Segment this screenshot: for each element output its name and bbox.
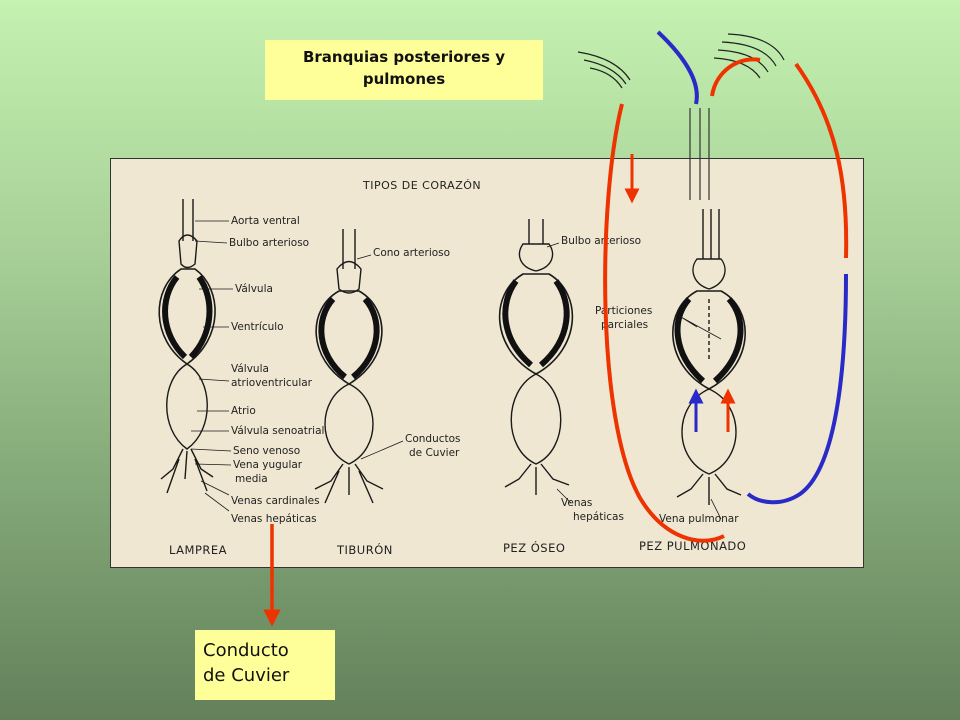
figure-title: TIPOS DE CORAZÓN — [363, 179, 482, 192]
label-vena-pulmonar: Vena pulmonar — [659, 513, 739, 525]
pez-oseo-heart — [498, 219, 574, 495]
lamprea-heart — [158, 199, 216, 494]
label-bulbo-arterioso-2: Bulbo arterioso — [561, 235, 642, 247]
label-bulbo-arterioso: Bulbo arterioso — [229, 237, 310, 249]
blue-circulation-lower — [746, 273, 848, 505]
gill-marks-left — [577, 51, 631, 89]
label-aorta-ventral: Aorta ventral — [231, 215, 300, 227]
tiburon-heart — [314, 229, 384, 504]
pez-pulmonado-heart — [672, 209, 746, 505]
name-lamprea: LAMPREA — [169, 543, 228, 557]
label-valvula-av-1: Válvula — [231, 363, 269, 375]
heart-types-figure: TIPOS DE CORAZÓN Aorta ventral Bulbo art… — [110, 158, 864, 568]
red-circulation-loop — [603, 103, 725, 543]
heart-drawings — [158, 199, 746, 520]
leader-lines — [190, 220, 722, 520]
label-ventriculo: Ventrículo — [231, 321, 284, 333]
label-valvula-av-2: atrioventricular — [231, 377, 312, 389]
label-atrio: Atrio — [231, 405, 256, 417]
label-venas-hep-2b: hepáticas — [573, 511, 624, 523]
label-venas-cardinales: Venas cardinales — [231, 495, 320, 507]
name-tiburon: TIBURÓN — [337, 543, 393, 557]
label-vena-yugular-2: media — [235, 473, 268, 485]
label-venas-hep-2a: Venas — [561, 497, 593, 509]
label-conductos-2: de Cuvier — [409, 447, 460, 459]
caption-cuvier-duct: Conducto de Cuvier — [195, 630, 335, 700]
label-seno-venoso: Seno venoso — [233, 445, 301, 457]
label-venas-hepaticas: Venas hepáticas — [231, 513, 317, 525]
caption-cuvier-line2: de Cuvier — [203, 665, 290, 686]
blue-circulation-upper — [656, 30, 699, 105]
red-gill-arc — [710, 57, 761, 97]
label-conductos-1: Conductos — [405, 433, 461, 445]
caption-gills-line1: Branquias posteriores y — [302, 48, 506, 66]
label-vena-yugular-1: Vena yugular — [233, 459, 303, 471]
label-valvula: Válvula — [235, 283, 273, 295]
name-pez-oseo: PEZ ÓSEO — [503, 541, 566, 555]
label-particiones-1: Particiones — [595, 305, 653, 317]
caption-cuvier-line1: Conducto — [203, 640, 289, 661]
caption-gills-line2: pulmones — [362, 70, 446, 88]
gill-vessels — [689, 108, 710, 200]
label-valvula-senoatrial: Válvula senoatrial — [231, 425, 325, 437]
label-cono-arterioso: Cono arterioso — [373, 247, 451, 259]
name-pez-pulmonado: PEZ PULMONADO — [639, 539, 747, 553]
label-particiones-2: parciales — [601, 319, 649, 331]
caption-gills-lungs: Branquias posteriores y pulmones — [265, 40, 543, 100]
red-circulation-upper-right — [794, 62, 849, 259]
gill-marks-right — [713, 33, 785, 79]
